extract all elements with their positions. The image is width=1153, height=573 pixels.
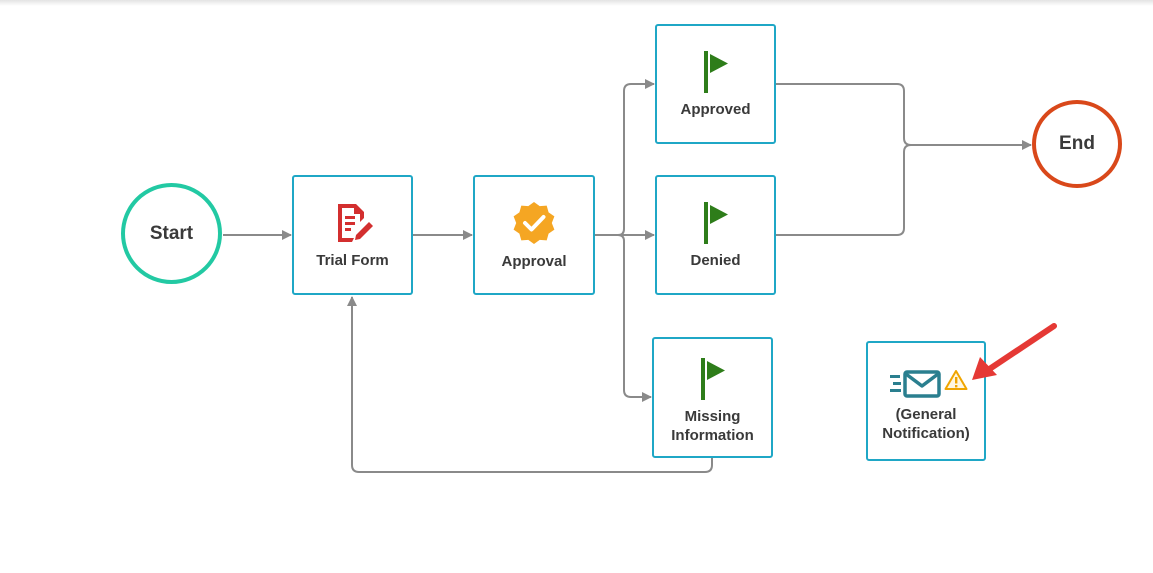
verified-badge-icon (511, 200, 557, 246)
toolbar-shadow (0, 0, 1153, 6)
form-edit-icon (332, 201, 374, 245)
missing-information-node[interactable]: Missing Information (652, 337, 773, 458)
approval-label: Approval (501, 252, 567, 270)
missing-information-label-line2: Information (671, 427, 754, 444)
edge-missing-information-to-trial-form[interactable] (347, 296, 713, 473)
general-notification-node[interactable]: (General Notification) (866, 341, 986, 461)
edge-approval-to-approved[interactable] (595, 79, 655, 236)
edge-approved-to-end[interactable] (776, 83, 1032, 150)
flag-icon (701, 201, 731, 245)
edge-denied-to-end[interactable] (776, 144, 912, 236)
flag-icon (698, 357, 728, 401)
end-node[interactable]: End (1032, 100, 1122, 188)
denied-label: Denied (690, 251, 741, 269)
trial-form-label: Trial Form (316, 251, 389, 269)
red-arrow-icon (972, 323, 1057, 380)
warning-icon[interactable] (944, 369, 968, 391)
edge-approval-to-missing-information[interactable] (617, 234, 652, 402)
approved-label: Approved (680, 100, 751, 118)
approval-node[interactable]: Approval (473, 175, 595, 295)
end-node-label: End (1059, 133, 1095, 154)
general-notification-label: (General Notification) (882, 405, 970, 443)
approved-node[interactable]: Approved (655, 24, 776, 144)
flag-icon (701, 50, 731, 94)
denied-node[interactable]: Denied (655, 175, 776, 295)
start-node[interactable]: Start (121, 183, 222, 284)
email-send-icon (889, 369, 941, 399)
start-node-label: Start (149, 222, 194, 244)
general-notification-label-line2: Notification) (882, 425, 970, 442)
general-notification-label-line1: (General (895, 406, 957, 423)
missing-information-label: Missing Information (671, 407, 754, 445)
trial-form-node[interactable]: Trial Form (292, 175, 413, 295)
missing-information-label-line1: Missing (684, 408, 741, 425)
